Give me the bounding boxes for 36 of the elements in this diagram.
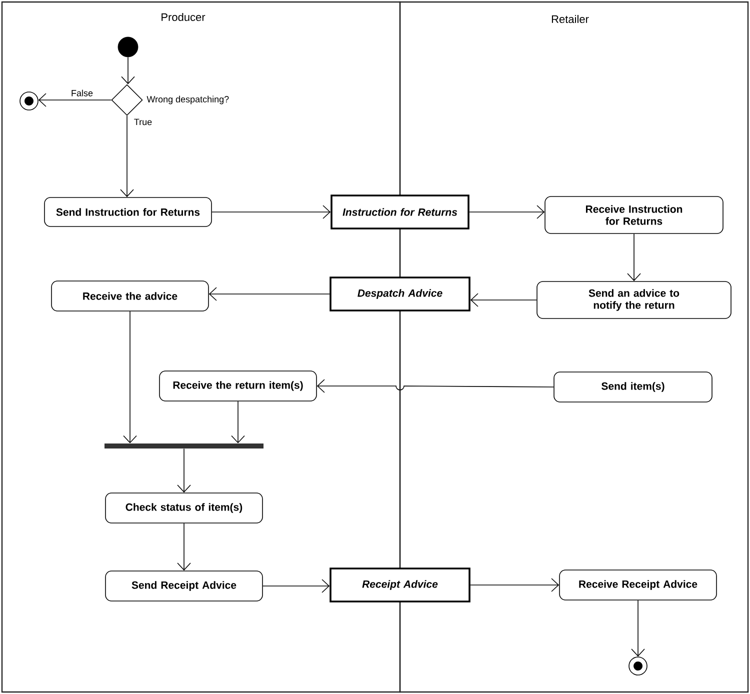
action-box: Receive Instruction for Returns bbox=[544, 196, 724, 234]
arrow bbox=[177, 523, 191, 571]
arrow bbox=[121, 56, 135, 84]
arrow bbox=[316, 379, 554, 393]
action-box: Check status of item(s) bbox=[105, 492, 263, 524]
object-box: Despatch Advice bbox=[330, 276, 470, 312]
edge-label: False bbox=[70, 88, 94, 98]
action-box: Send an advice to notify the return bbox=[536, 281, 732, 319]
node-caption: Wrong despatching? bbox=[146, 96, 229, 104]
action-box: Receive Receipt Advice bbox=[559, 570, 717, 600]
object-box: Receipt Advice bbox=[330, 568, 470, 602]
object-box: Instruction for Returns bbox=[330, 194, 470, 230]
arrow bbox=[627, 234, 641, 282]
arrow bbox=[38, 93, 112, 107]
arrow bbox=[262, 579, 330, 593]
arrow bbox=[231, 401, 245, 444]
arrow bbox=[177, 448, 191, 493]
end-node bbox=[628, 656, 648, 676]
action-box: Receive the return item(s) bbox=[159, 370, 317, 402]
join-bar bbox=[104, 444, 264, 448]
action-box: Send Instruction for Returns bbox=[44, 197, 212, 227]
arrow bbox=[208, 287, 330, 301]
arrow bbox=[212, 205, 331, 219]
action-box: Send Receipt Advice bbox=[105, 570, 263, 602]
arrow bbox=[470, 293, 537, 307]
arrow bbox=[120, 115, 134, 198]
end-node bbox=[20, 92, 38, 110]
start-node bbox=[118, 36, 138, 58]
arrow bbox=[469, 205, 545, 219]
action-box: Send item(s) bbox=[554, 372, 712, 402]
arrow bbox=[470, 578, 560, 592]
arrow bbox=[631, 600, 645, 657]
edge-label: True bbox=[132, 118, 154, 126]
arrow bbox=[123, 311, 137, 444]
action-box: Receive the advice bbox=[51, 280, 209, 312]
decision-diamond bbox=[111, 84, 143, 116]
